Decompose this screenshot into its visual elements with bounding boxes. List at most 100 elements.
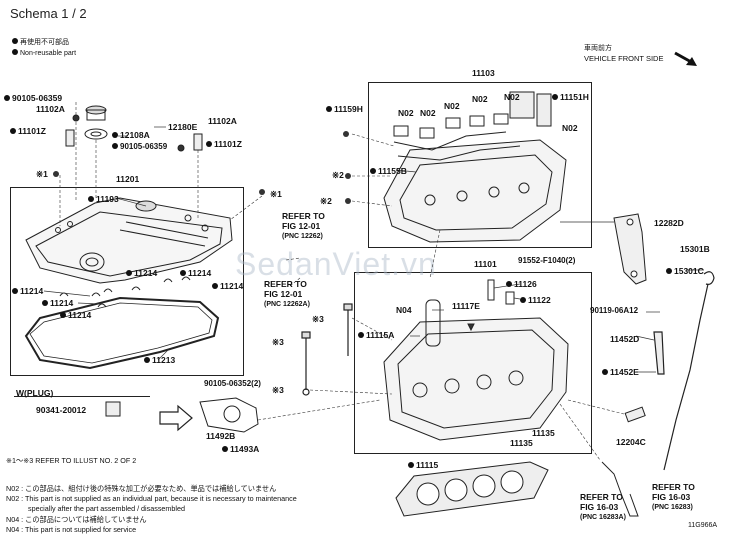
refer-label-4[interactable]: REFER TO bbox=[652, 482, 695, 492]
camshaft-housing-group-frame bbox=[368, 82, 592, 248]
part-label-11135-b[interactable]: 11135 bbox=[510, 438, 533, 448]
part-label-11102a[interactable]: 11102A bbox=[36, 104, 65, 114]
note-n02-en-2: specially after the part assembled / dis… bbox=[28, 504, 186, 513]
part-label-15301c[interactable]: 15301C bbox=[666, 266, 704, 276]
part-label-11151h[interactable]: 11151H bbox=[552, 92, 589, 102]
note-label-n02-f: N02 bbox=[562, 123, 578, 133]
watermark: SedanViet.vn bbox=[235, 246, 437, 282]
note-mark-3-b: ※3 bbox=[272, 337, 284, 347]
label-lines bbox=[43, 126, 704, 373]
page-title: Schema 1 / 2 bbox=[10, 6, 87, 21]
refer-pnc-3: (PNC 16283A) bbox=[580, 514, 626, 521]
part-label-11201[interactable]: 11201 bbox=[116, 174, 140, 184]
part-label-11101z[interactable]: 11101Z bbox=[10, 126, 46, 136]
part-label-11214-b[interactable]: 11214 bbox=[180, 268, 211, 278]
sensor-drawing bbox=[105, 397, 646, 517]
part-label-12204c[interactable]: 12204C bbox=[616, 437, 646, 447]
note-n04-en: N04 : This part is not supplied for serv… bbox=[6, 525, 137, 534]
cylinder-head-group-frame bbox=[354, 272, 592, 454]
part-label-11135-a[interactable]: 11135 bbox=[532, 428, 555, 438]
part-label-12180e[interactable]: 12180E bbox=[168, 122, 198, 132]
part-label-11126[interactable]: 11126 bbox=[506, 279, 537, 289]
part-label-90105-06359[interactable]: 90105-06359 bbox=[4, 93, 62, 103]
part-label-91552-f1040[interactable]: 91552-F1040(2) bbox=[518, 256, 576, 265]
note-mark-1-b: ※1 bbox=[270, 189, 282, 199]
part-label-11115[interactable]: 11115 bbox=[408, 460, 438, 470]
part-label-15301b[interactable]: 15301B bbox=[680, 244, 710, 254]
note-label-n04: N04 bbox=[396, 305, 412, 315]
part-label-11213[interactable]: 11213 bbox=[144, 355, 175, 365]
part-label-11493a[interactable]: 11493A bbox=[222, 444, 259, 454]
refer-fig-2[interactable]: FIG 12-01 bbox=[264, 289, 303, 299]
part-label-11102a-b[interactable]: 11102A bbox=[208, 116, 237, 126]
cylinder-head-cover-group-frame bbox=[10, 187, 244, 376]
head-bolt-drawing bbox=[301, 303, 353, 396]
engine-hanger-drawing bbox=[613, 213, 647, 285]
leader-lines bbox=[59, 102, 625, 461]
part-label-11214-e[interactable]: 11214 bbox=[42, 298, 73, 308]
head-gasket-drawing bbox=[395, 461, 549, 517]
oil-dipstick-drawing bbox=[653, 271, 715, 471]
refer-fig-3[interactable]: FIG 16-03 bbox=[580, 502, 619, 512]
cylinder-head-drawing bbox=[383, 279, 569, 441]
part-label-11117e[interactable]: 11117E bbox=[452, 301, 480, 311]
note-label-n02-c: N02 bbox=[444, 101, 460, 111]
refer-pnc-4: (PNC 16283) bbox=[652, 504, 693, 511]
note-mark-3-c: ※3 bbox=[272, 385, 284, 395]
part-label-90105-06359-b[interactable]: 90105-06359 bbox=[112, 142, 167, 152]
head-cover-gasket-drawing bbox=[24, 296, 220, 370]
part-label-12282d[interactable]: 12282D bbox=[654, 218, 684, 228]
note-illust: ※1～※3 REFER TO ILLUST NO. 2 OF 2 bbox=[6, 456, 137, 465]
camshaft-housing-drawing bbox=[383, 91, 567, 243]
note-label-n02-d: N02 bbox=[472, 94, 488, 104]
refer-label-1[interactable]: REFER TO bbox=[282, 211, 325, 221]
refer-label-2[interactable]: REFER TO bbox=[264, 279, 307, 289]
refer-fig-4[interactable]: FIG 16-03 bbox=[652, 492, 691, 502]
part-label-11101z-b[interactable]: 11101Z bbox=[206, 139, 242, 149]
cylinder-head-cover-drawing bbox=[25, 197, 233, 284]
part-label-11214-d[interactable]: 11214 bbox=[212, 281, 243, 291]
non-reusable-dot-icon bbox=[12, 38, 18, 44]
part-label-11492b[interactable]: 11492B bbox=[206, 431, 236, 441]
refer-pnc-1: (PNC 12262) bbox=[282, 233, 323, 240]
part-label-11159h[interactable]: 11159H bbox=[326, 104, 363, 114]
assembly-arrow-icon bbox=[159, 404, 193, 432]
part-label-11115a[interactable]: 11115A bbox=[358, 330, 394, 340]
part-label-90119-06a12[interactable]: 90119-06A12 bbox=[590, 306, 639, 315]
part-label-11452d[interactable]: 11452D bbox=[610, 334, 640, 344]
part-label-11103[interactable]: 11103 bbox=[472, 68, 495, 78]
note-n04-jp: N04 : この部品については補給していません bbox=[6, 515, 147, 524]
note-mark-1: ※1 bbox=[36, 169, 48, 179]
legend-non-reusable-jp: 再使用不可部品 bbox=[12, 38, 69, 47]
part-label-11214-c[interactable]: 11214 bbox=[12, 286, 43, 296]
plug-group-line bbox=[14, 396, 150, 398]
oil-filler-cap-drawing bbox=[65, 105, 203, 152]
vehicle-front-arrow-icon bbox=[674, 51, 697, 66]
note-mark-3: ※3 bbox=[312, 314, 324, 324]
part-label-11122[interactable]: 11122 bbox=[520, 295, 551, 305]
diagram-code: 11G966A bbox=[688, 522, 718, 529]
note-n02-en-1: N02 : This part is not supplied as an in… bbox=[6, 494, 297, 503]
note-label-n02-b: N02 bbox=[420, 108, 436, 118]
non-reusable-dot-icon bbox=[12, 49, 18, 55]
legend-non-reusable-en: Non-reusable part bbox=[12, 49, 76, 58]
part-label-11193[interactable]: 11193 bbox=[88, 194, 119, 204]
note-label-n02-a: N02 bbox=[398, 108, 414, 118]
refer-label-3[interactable]: REFER TO bbox=[580, 492, 623, 502]
part-label-90341-20012[interactable]: 90341-20012 bbox=[36, 405, 87, 415]
part-label-11214-f[interactable]: 11214 bbox=[60, 310, 91, 320]
vehicle-front-en: VEHICLE FRONT SIDE bbox=[584, 54, 664, 63]
vehicle-front-jp: 車両前方 bbox=[584, 45, 612, 52]
part-label-11214-a[interactable]: 11214 bbox=[126, 268, 157, 278]
part-label-11452e[interactable]: 11452E bbox=[602, 367, 639, 377]
bolt-drawing bbox=[53, 131, 351, 204]
part-label-12108a[interactable]: 12108A bbox=[112, 130, 150, 140]
part-label-90105-06352[interactable]: 90105-06352(2) bbox=[204, 379, 261, 388]
part-label-11101[interactable]: 11101 bbox=[474, 259, 497, 269]
part-label-11155b[interactable]: 11155B bbox=[370, 166, 407, 176]
note-mark-2: ※2 bbox=[332, 170, 344, 180]
refer-fig-1[interactable]: FIG 12-01 bbox=[282, 221, 321, 231]
note-n02-jp: N02 : この部品は、組付け後の特殊な加工が必要なため、単品では補給していませ… bbox=[6, 484, 277, 493]
note-mark-2-b: ※2 bbox=[320, 196, 332, 206]
